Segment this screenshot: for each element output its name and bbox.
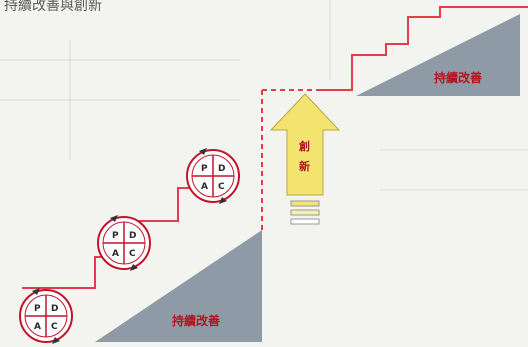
upper-staircase [320,6,528,91]
pdca-3-a: A [201,182,208,192]
innovation-arrow: 創 新 [269,93,341,225]
pdca-3-c: C [218,182,225,192]
innovation-label-2: 新 [299,159,310,173]
pdca-3-d: D [218,164,225,174]
lower-improvement-triangle [95,230,262,342]
pdca-1-c: C [51,322,58,332]
pdca-1-p: P [34,304,41,314]
pdca-1-a: A [34,322,41,332]
background-sketch [0,0,528,191]
pdca-2-a: A [112,249,119,259]
innovation-label-1: 創 [298,139,310,153]
pdca-3-p: P [201,164,208,174]
upper-improvement-triangle [356,14,520,96]
pdca-2-p: P [112,231,119,241]
pdca-wheel-2: P D A C [97,215,151,271]
pdca-2-c: C [129,249,136,259]
diagram-title: 持續改善與創新 [4,0,102,14]
lower-triangle-label: 持續改善 [172,313,220,328]
upper-triangle-label: 持續改善 [434,70,482,85]
pdca-1-d: D [51,304,58,314]
pdca-wheel-3: P D A C [186,148,240,204]
pdca-2-d: D [129,231,136,241]
pdca-wheel-1: P D A C [19,288,73,344]
